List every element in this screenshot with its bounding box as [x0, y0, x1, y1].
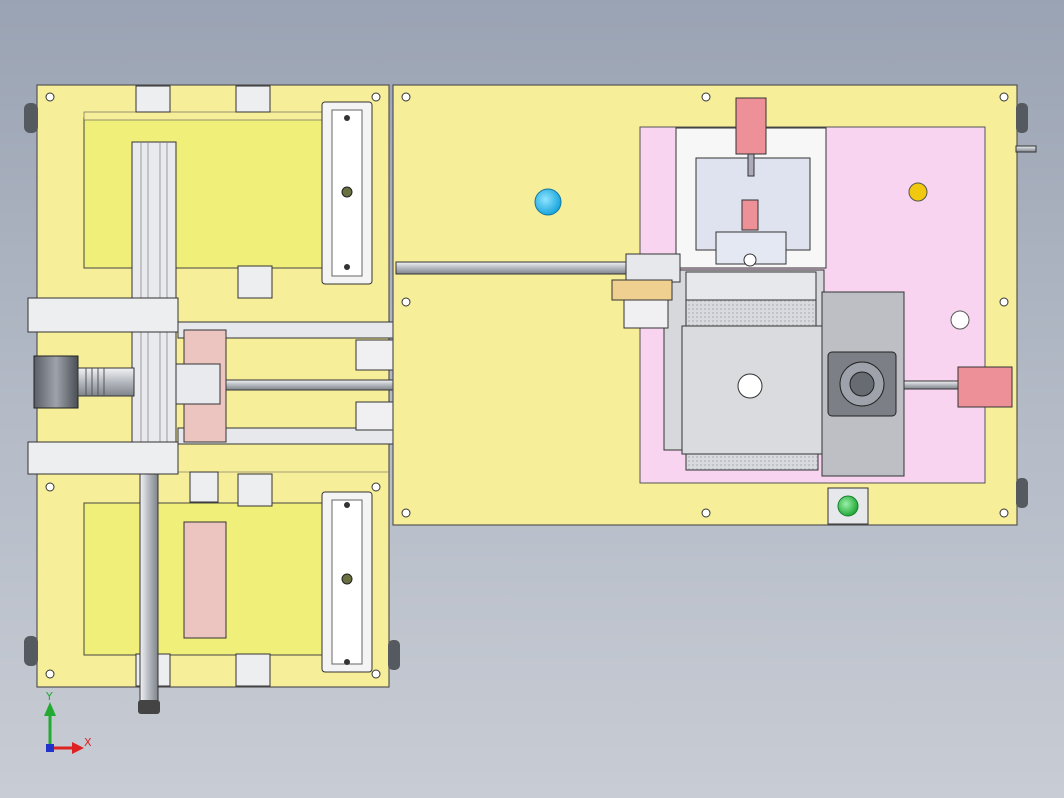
bracket: [189, 471, 219, 503]
inner-cylinder: [741, 199, 759, 231]
clamp-screw: [344, 115, 350, 121]
bolt-hole: [701, 508, 711, 518]
bolt-hole: [999, 297, 1009, 307]
rod-end: [138, 700, 160, 714]
bracket: [237, 473, 273, 507]
bolt-hole: [401, 297, 411, 307]
turntable-top-bar: [685, 271, 817, 301]
left-cross-beams: [27, 297, 179, 475]
bolt-hole: [45, 92, 55, 102]
cross-beam-bottom: [27, 441, 179, 475]
right-cylinder-body: [957, 366, 1013, 408]
upper-tray: [83, 101, 373, 285]
foot-top-right: [1016, 103, 1028, 133]
clamp-screw: [344, 264, 350, 270]
bracket: [135, 85, 171, 113]
vertical-rod: [139, 454, 159, 714]
clamp-pin: [341, 573, 353, 585]
bolt-hole: [999, 92, 1009, 102]
bolt-hole: [401, 508, 411, 518]
transfer-rod: [395, 261, 633, 275]
upper-tray-lip: [83, 111, 335, 121]
cross-beam-top: [27, 297, 179, 333]
axis-y-label: Y: [46, 690, 53, 703]
bracket: [235, 85, 271, 113]
turntable-bottom-rail: [685, 453, 819, 471]
turntable-station: [663, 269, 825, 471]
turntable-center: [737, 373, 763, 399]
pink-zone-screw: [950, 310, 970, 330]
top-cylinder: [735, 97, 767, 155]
turntable-plate: [681, 325, 823, 455]
stepper-motor: [33, 355, 79, 409]
clamp-screw: [344, 659, 350, 665]
bolt-hole: [45, 482, 55, 492]
upper-tray-panel: [83, 117, 335, 269]
lower-tray: [83, 491, 373, 673]
bolt-hole: [701, 92, 711, 102]
servo-module: [821, 291, 905, 477]
bolt-hole: [371, 92, 381, 102]
bracket: [235, 653, 271, 687]
right-edge-bolt: [1015, 145, 1037, 153]
green-button-housing: [827, 487, 869, 525]
top-fixture: [675, 97, 827, 269]
carriage-block: [175, 363, 221, 405]
green-button-frame: [827, 487, 869, 525]
motor-coupling: [77, 367, 135, 397]
gripper-pivot: [743, 253, 757, 267]
bolt-hole: [371, 669, 381, 679]
clamp-pin: [341, 186, 353, 198]
transfer-cylinder: [395, 253, 681, 329]
gripper-body: [715, 231, 787, 265]
axis-triad-icon: [44, 702, 84, 754]
transfer-head: [625, 253, 681, 283]
green-stop-button-icon: [837, 495, 859, 517]
servo-shaft-core: [849, 371, 875, 397]
top-cylinder-rod: [747, 153, 755, 177]
bracket: [237, 265, 273, 299]
foot-bottom-mid: [388, 640, 400, 670]
axis-x-label: X: [84, 736, 92, 749]
right-cylinder-rod: [903, 380, 963, 390]
rose-carriage-lower: [183, 521, 227, 639]
clamp-screw: [344, 502, 350, 508]
bolt-hole: [401, 92, 411, 102]
right-cylinder: [903, 366, 1013, 408]
transfer-guide: [623, 299, 669, 329]
foot-bottom-right: [1016, 478, 1028, 508]
bolt-hole: [45, 669, 55, 679]
bolt-hole: [999, 508, 1009, 518]
transfer-bracket: [611, 279, 673, 301]
turntable-rail: [685, 299, 817, 327]
foot-top-left: [24, 103, 38, 133]
bolt-hole: [908, 182, 928, 202]
cyan-start-button-icon: [534, 188, 562, 216]
bolt-hole: [371, 482, 381, 492]
foot-bottom-left: [24, 636, 38, 666]
